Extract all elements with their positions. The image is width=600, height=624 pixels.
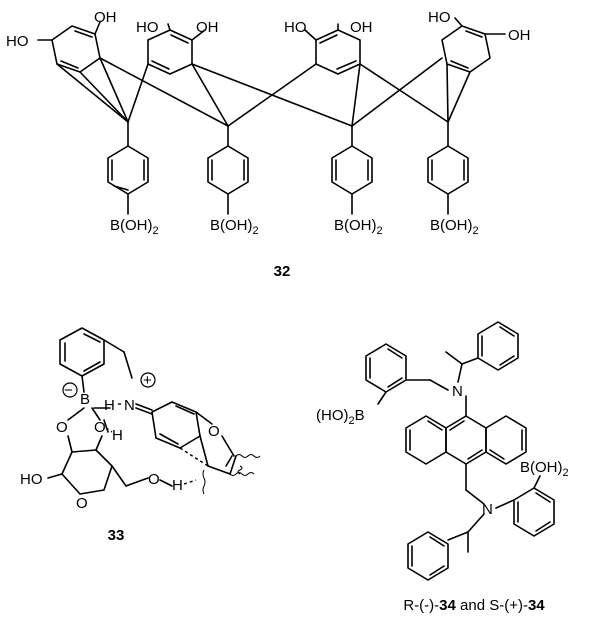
structure-34: N (HO)2B N B(OH)2 [316,321,569,614]
o-label: O [56,419,68,436]
ho-label: HO [136,19,159,36]
caption-33: 33 [108,527,125,544]
o-label: O [94,419,106,436]
h-label: H [112,427,123,444]
boronic-acid-label: B(OH)2 [110,217,159,237]
n-label: N [124,397,135,414]
ho-label: HO [6,33,29,50]
boronic-acid-label: B(OH)2 [210,217,259,237]
minus-charge: − [64,382,73,399]
boron-label: B [80,391,90,408]
o-label: O [148,471,160,488]
h-label: H [172,477,183,494]
oh-label: OH [350,19,373,36]
structure-33: B − H N + O O H HO O O H [20,327,261,544]
boronic-acid-label: B(OH)2 [430,217,479,237]
structure-32: OH HO HO OH HO OH HO OH B(OH)2 B(OH)2 B(… [6,9,531,280]
oh-label: OH [94,9,117,26]
ho-label: HO [284,19,307,36]
boronic-acid-label: (HO)2B [316,407,365,427]
h-label: H [104,397,115,414]
o-label: O [76,495,88,512]
ho-label: HO [428,9,451,26]
plus-charge: + [143,372,152,389]
boronic-acid-label: B(OH)2 [334,217,383,237]
n-label: N [452,383,463,400]
oh-label: OH [508,27,531,44]
n-label: N [482,501,493,518]
ho-label: HO [20,471,43,488]
o-label: O [208,423,220,440]
caption-34: R-(-)-34 and S-(+)-34 [403,597,545,614]
boronic-acid-label: B(OH)2 [520,459,569,479]
oh-label: OH [196,19,219,36]
caption-32: 32 [274,263,291,280]
